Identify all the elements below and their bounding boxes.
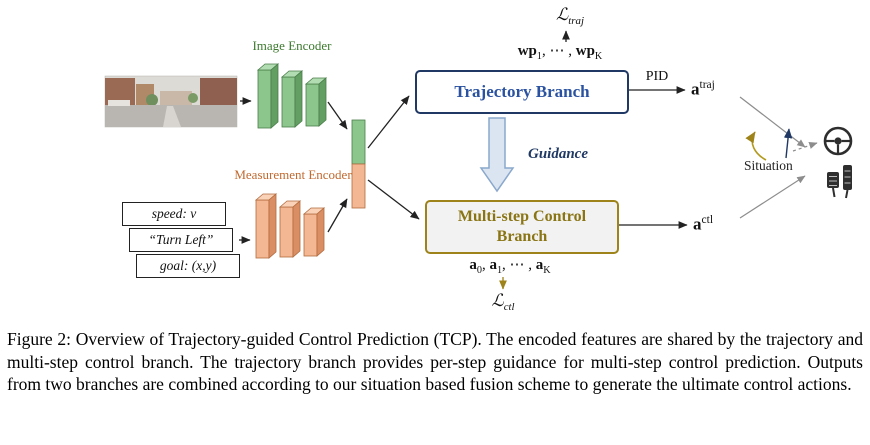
scene-image [104,75,238,128]
steering-wheel-icon [823,126,853,156]
pid-label: PID [645,69,669,84]
arrow-fusion-dashed [792,142,818,152]
feature-vector-bar [351,119,366,209]
image-encoder-blocks [256,63,328,129]
flow-arrows [239,30,688,244]
measurement-encoder-blocks [254,193,326,259]
arrow-atraj-to-fusion [739,96,806,148]
loss-traj-label: ℒtraj [556,5,584,28]
waypoints-label: wp1, ⋯ , wpK [517,43,603,62]
control-branch-label: Multi-step Control Branch [457,208,587,245]
measurement-encoder-label: Measurement Encoder [234,167,352,182]
situation-curve-arrow [745,131,767,161]
measurement-speed-text: speed: v [151,206,197,221]
actions-sequence-label: a0, a1, ⋯ , aK [469,257,551,276]
arrow-feature-to-ctl [367,179,420,220]
measurement-box-command: “Turn Left” [129,228,233,252]
pedals-icon [827,165,852,199]
measurement-box-goal: goal: (x,y) [136,254,240,278]
a-ctl-label: actl [693,213,714,234]
control-branch-box: Multi-step Control Branch [425,200,619,254]
situation-label: Situation [744,158,793,173]
arrow-actl-to-fusion [739,175,806,219]
arrow-imgenc-to-feature [327,101,348,130]
loss-ctl-label: ℒctl [491,291,515,314]
guidance-arrow [479,117,515,193]
arrow-measenc-to-feature [327,198,348,233]
a-traj-label: atraj [691,78,715,99]
trajectory-branch-label: Trajectory Branch [454,82,590,101]
image-encoder-label: Image Encoder [252,38,332,53]
measurement-goal-text: goal: (x,y) [159,258,217,273]
trajectory-branch-box: Trajectory Branch [415,70,629,114]
measurement-box-speed: speed: v [122,202,226,226]
measurement-command-text: “Turn Left” [148,232,214,247]
situation-up-arrow [783,128,793,159]
diagram-canvas [104,30,853,290]
figure-caption: Figure 2: Overview of Trajectory-guided … [7,329,863,394]
guidance-label: Guidance [528,146,588,162]
arrow-feature-to-traj [367,95,410,149]
